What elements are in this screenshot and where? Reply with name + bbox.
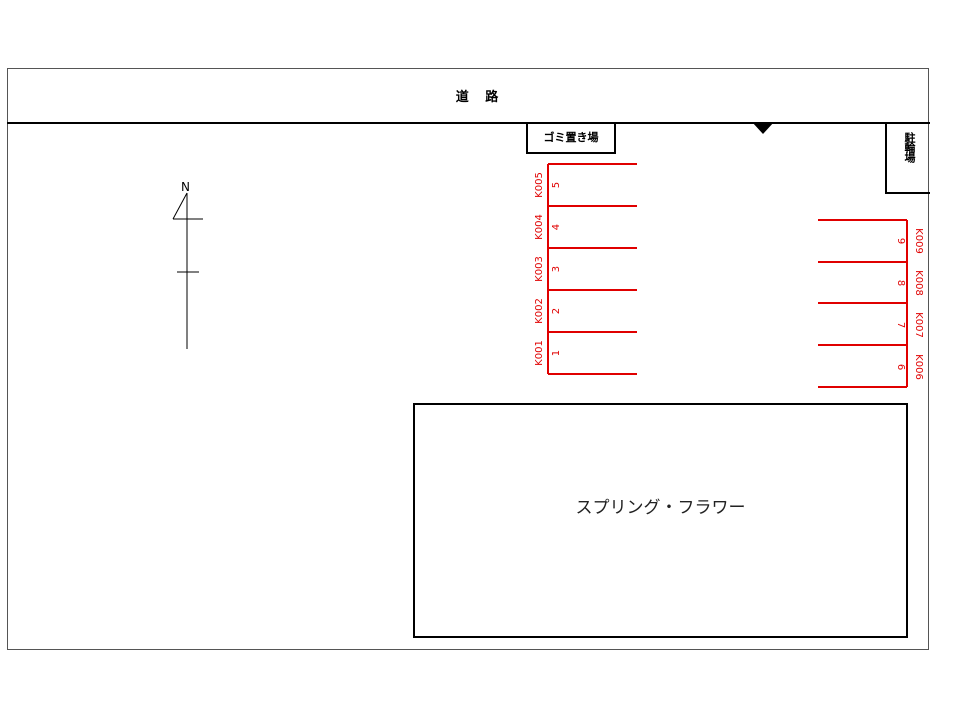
parking-space-number: 8 xyxy=(895,280,906,286)
garbage-area-label: ゴミ置き場 xyxy=(543,131,599,144)
site-plan-frame xyxy=(7,68,929,650)
entrance-triangle-icon xyxy=(752,122,774,134)
garbage-area: ゴミ置き場 xyxy=(526,124,616,154)
parking-space-id: K007 xyxy=(913,312,924,338)
parking-space-id: K004 xyxy=(534,214,545,240)
parking-space-number: 9 xyxy=(895,238,906,244)
parking-space-id: K006 xyxy=(913,354,924,380)
parking-right-lines xyxy=(818,219,908,388)
compass-north-label: N xyxy=(181,180,190,194)
parking-space-number: 4 xyxy=(551,224,562,230)
road-label: 道 路 xyxy=(455,90,505,105)
road-boundary-line xyxy=(7,122,930,124)
parking-space-number: 5 xyxy=(551,182,562,188)
north-arrow-icon xyxy=(172,192,203,349)
parking-space-number: 3 xyxy=(551,266,562,272)
bicycle-parking-label: 駐輪場 xyxy=(903,132,916,162)
parking-space-id: K009 xyxy=(913,228,924,254)
parking-space-number: 6 xyxy=(895,364,906,370)
parking-space-number: 1 xyxy=(551,350,562,356)
building: スプリング・フラワー xyxy=(413,403,908,638)
parking-left-lines xyxy=(547,163,637,375)
parking-space-id: K008 xyxy=(913,270,924,296)
parking-space-number: 2 xyxy=(551,308,562,314)
parking-space-id: K005 xyxy=(534,172,545,198)
bicycle-parking-area: 駐輪場 xyxy=(885,124,930,194)
building-name: スプリング・フラワー xyxy=(575,498,746,518)
parking-space-id: K001 xyxy=(534,340,545,366)
parking-space-number: 7 xyxy=(895,322,906,328)
parking-space-id: K002 xyxy=(534,298,545,324)
parking-space-id: K003 xyxy=(534,256,545,282)
